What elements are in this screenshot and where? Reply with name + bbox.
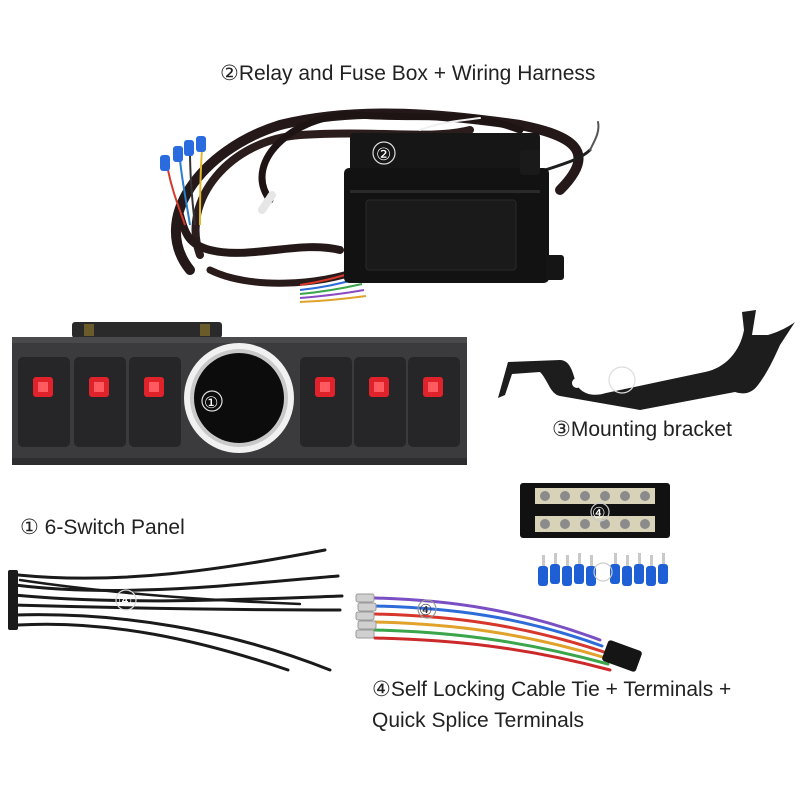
pigtail-connector-icon [355, 593, 642, 672]
relay-box-marker: ② [376, 145, 391, 165]
switch-knob-icon[interactable] [184, 343, 294, 453]
spade-terminals-marker: ④ [595, 564, 608, 582]
rocker-switch-4[interactable] [300, 357, 352, 447]
relay-fuse-box-label: ②Relay and Fuse Box + Wiring Harness [220, 62, 596, 85]
rocker-switch-3[interactable] [129, 357, 181, 447]
spade-terminals-icon [538, 553, 668, 586]
switch-knob-marker: ① [204, 393, 218, 412]
rocker-switch-1[interactable] [18, 357, 70, 447]
cable-tie-label-line2: Quick Splice Terminals [372, 709, 585, 732]
rocker-switch-2[interactable] [74, 357, 126, 447]
mounting-bracket-icon [498, 310, 795, 410]
mounting-bracket-label: ③Mounting bracket [552, 418, 732, 441]
rocker-switch-6[interactable] [408, 357, 460, 447]
relay-fuse-box-icon [344, 133, 564, 283]
cable-ties-marker: ④ [118, 591, 132, 610]
terminal-block-icon [520, 483, 670, 538]
rocker-switch-5[interactable] [354, 357, 406, 447]
bracket-marker: ③ [613, 372, 629, 393]
switch-panel-label: ① 6-Switch Panel [20, 516, 185, 539]
cable-ties-icon [8, 548, 344, 672]
terminal-block-marker: ④ [592, 504, 605, 522]
pigtail-marker: ④ [419, 601, 432, 619]
harness-terminals-icon [160, 136, 206, 226]
cable-tie-label-line1: ④Self Locking Cable Tie + Terminals + [372, 678, 732, 701]
